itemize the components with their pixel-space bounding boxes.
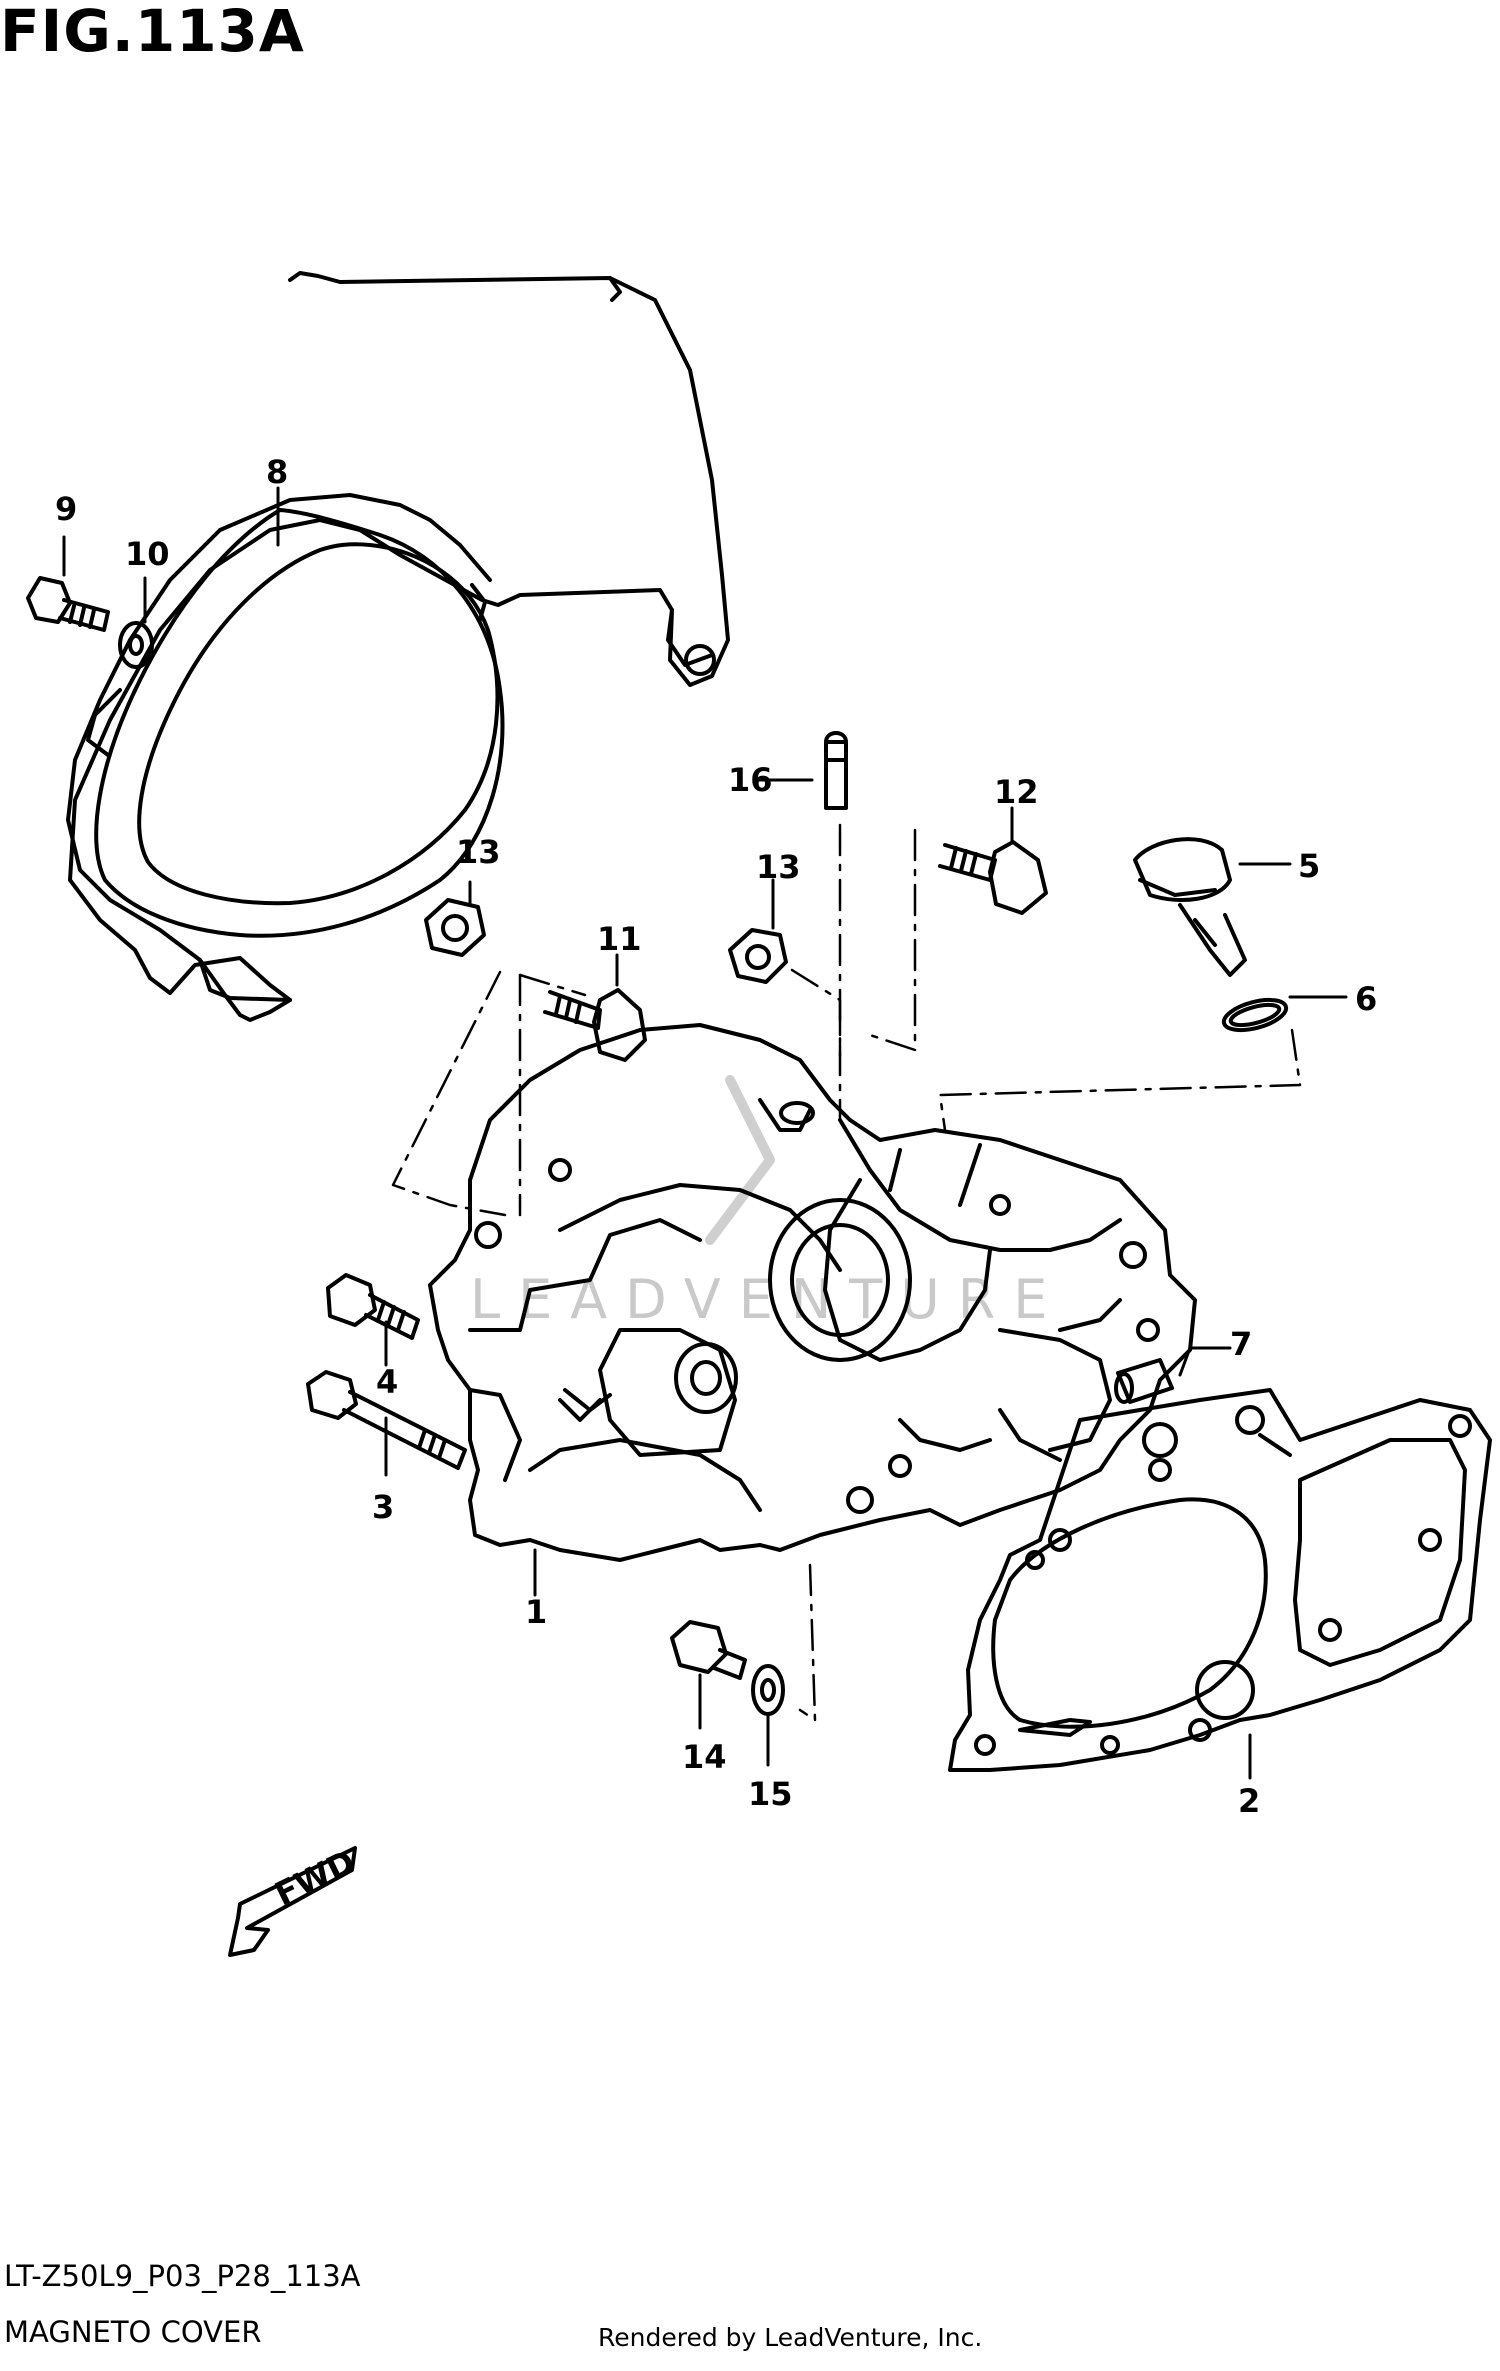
oil-filler-cap-5[interactable] [1133, 837, 1247, 977]
figure-code: LT-Z50L9_P03_P28_113A [4, 2259, 361, 2293]
figure-title: FIG.113A [0, 0, 305, 65]
washer-15[interactable] [751, 1664, 785, 1716]
watermark-logo [705, 1075, 775, 1245]
callout-13-left: 13 [456, 833, 501, 871]
callout-8: 8 [266, 453, 288, 491]
gasket[interactable] [948, 1388, 1492, 1772]
o-ring-6[interactable] [1221, 994, 1290, 1036]
fwd-arrow: FWD [228, 1842, 361, 1957]
bolt-9[interactable] [26, 576, 110, 632]
figure-name: MAGNETO COVER [4, 2315, 262, 2349]
nut-13-left[interactable] [424, 898, 486, 957]
pin-16[interactable] [824, 731, 848, 810]
bolt-11[interactable] [543, 988, 647, 1062]
callout-4: 4 [376, 1363, 398, 1401]
fwd-label: FWD [269, 1842, 361, 1913]
bolt-4[interactable] [326, 1273, 420, 1340]
leader-lines [62, 486, 1348, 1780]
callout-3: 3 [372, 1488, 394, 1526]
magneto-cover[interactable] [66, 271, 730, 1022]
watermark: LEADVENTURE [470, 1268, 1065, 1331]
callout-13-center: 13 [756, 848, 801, 886]
bolt-12[interactable] [938, 840, 1048, 915]
reference-lines [391, 823, 1302, 1722]
bolt-14[interactable] [670, 1620, 747, 1680]
callout-9: 9 [55, 490, 77, 528]
callout-7: 7 [1230, 1325, 1252, 1363]
washer-10[interactable] [118, 621, 154, 669]
nut-13-center[interactable] [728, 928, 788, 984]
crankcase[interactable] [428, 1023, 1197, 1562]
dowel-7[interactable] [1114, 1358, 1174, 1404]
callout-1: 1 [525, 1593, 547, 1631]
callout-2: 2 [1238, 1782, 1260, 1820]
render-credit: Rendered by LeadVenture, Inc. [598, 2323, 983, 2352]
callout-16: 16 [728, 761, 773, 799]
callout-15: 15 [748, 1775, 793, 1813]
bolt-3[interactable] [306, 1370, 467, 1470]
callout-10: 10 [125, 535, 170, 573]
callout-5: 5 [1298, 847, 1320, 885]
callout-6: 6 [1355, 980, 1377, 1018]
callout-14: 14 [682, 1738, 727, 1776]
callout-12: 12 [994, 773, 1039, 811]
callout-11: 11 [597, 920, 642, 958]
